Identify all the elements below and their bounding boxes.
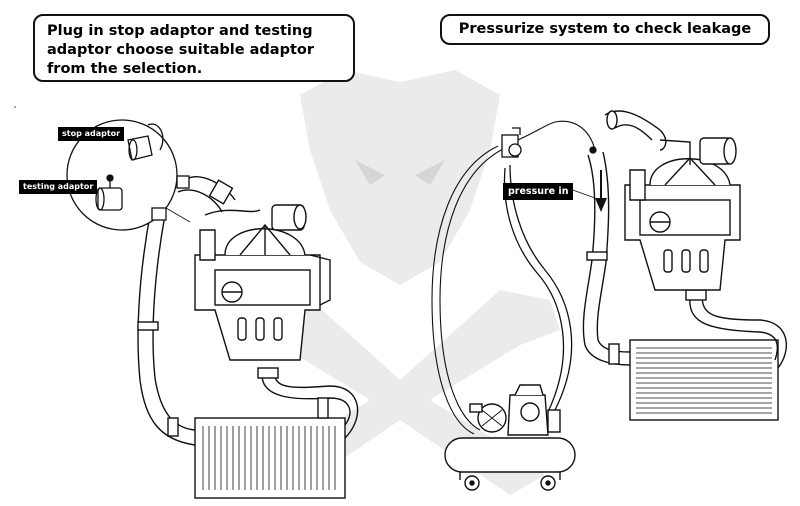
instruction-plug-adaptor: Plug in stop adaptor and testing adaptor… [33,14,355,82]
right-engine-assembly [582,110,787,421]
left-engine-assembly [137,176,359,499]
adaptor-magnifier [66,119,191,231]
stop-adaptor-label: stop adaptor [58,127,125,141]
testing-adaptor-label: testing adaptor [19,180,98,194]
instruction-pressurize: Pressurize system to check leakage [440,14,770,45]
pressure-gauge-regulator [501,120,597,158]
pressure-in-label: pressure in [503,183,574,200]
left-intercooler [194,417,346,499]
pressure-arrow [569,170,607,212]
air-hose [431,145,573,435]
air-compressor [444,384,576,491]
